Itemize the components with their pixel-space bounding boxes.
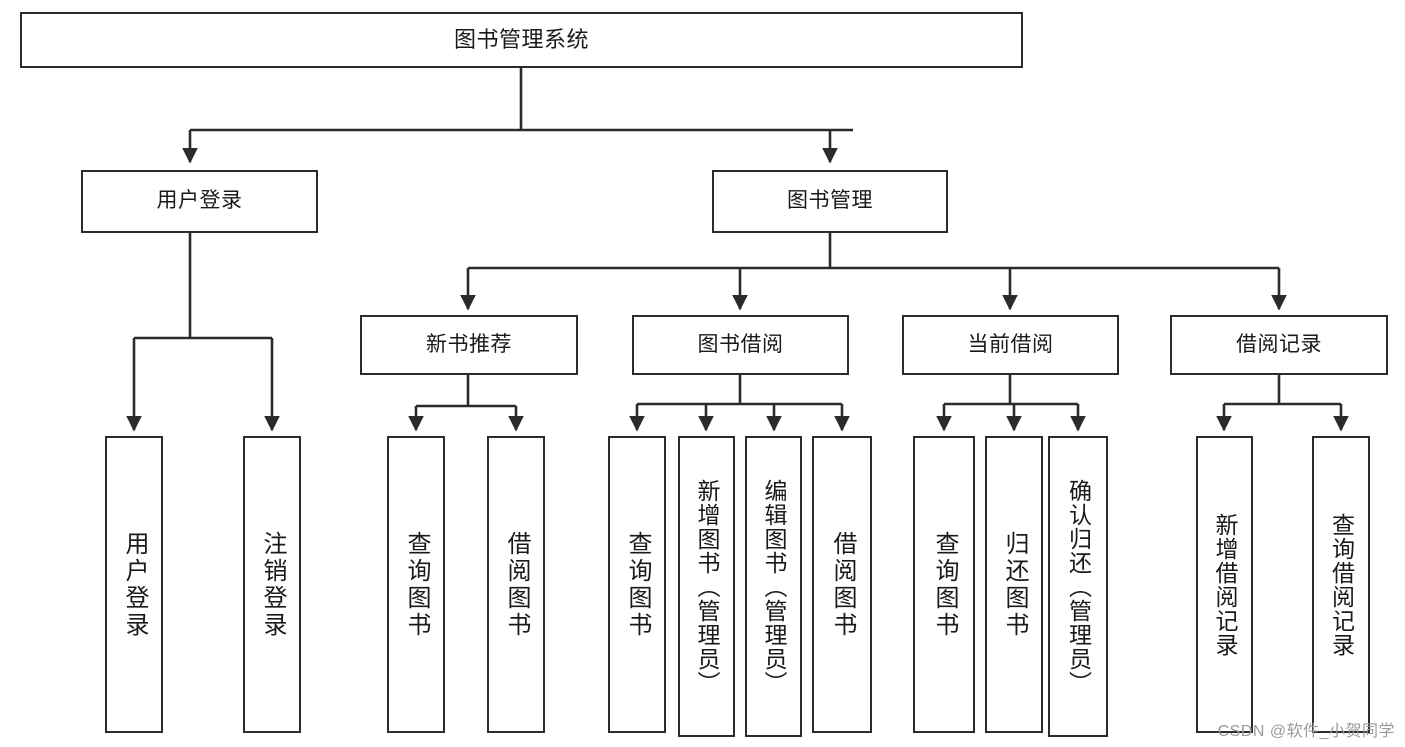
node-leaf-logout-login-label: 注销登录: [259, 530, 286, 639]
node-user-login-label: 用户登录: [156, 189, 243, 213]
node-leaf-query-book-1-label: 查询图书: [403, 530, 430, 639]
node-leaf-user-login[interactable]: 用户登录: [105, 436, 163, 733]
node-leaf-query-book-1[interactable]: 查询图书: [387, 436, 445, 733]
node-leaf-confirm-return-admin[interactable]: 确认归还（管理员）: [1048, 436, 1108, 737]
node-leaf-confirm-return-admin-label: 确认归还（管理员）: [1065, 478, 1092, 695]
node-leaf-add-borrow-record[interactable]: 新增借阅记录: [1196, 436, 1253, 733]
node-leaf-edit-book-admin-label: 编辑图书（管理员）: [761, 478, 787, 695]
node-leaf-add-book-admin-label: 新增图书（管理员）: [694, 478, 720, 695]
node-leaf-return-book[interactable]: 归还图书: [985, 436, 1043, 733]
node-leaf-user-login-label: 用户登录: [121, 530, 148, 639]
node-book-borrow[interactable]: 图书借阅: [632, 315, 849, 375]
node-leaf-query-book-3[interactable]: 查询图书: [913, 436, 975, 733]
node-book-management[interactable]: 图书管理: [712, 170, 948, 233]
node-leaf-borrow-book-2-label: 借阅图书: [829, 530, 856, 639]
node-borrow-record-label: 借阅记录: [1236, 332, 1322, 356]
node-leaf-query-book-3-label: 查询图书: [931, 530, 958, 639]
node-leaf-borrow-book-1-label: 借阅图书: [503, 530, 530, 639]
node-book-management-label: 图书管理: [787, 189, 873, 213]
node-current-borrow[interactable]: 当前借阅: [902, 315, 1119, 375]
csdn-watermark: CSDN @软件_小贺同学: [1217, 723, 1395, 740]
node-leaf-borrow-book-1[interactable]: 借阅图书: [487, 436, 545, 733]
node-leaf-query-borrow-record-label: 查询借阅记录: [1328, 512, 1355, 657]
node-current-borrow-label: 当前借阅: [967, 332, 1054, 356]
node-root-system[interactable]: 图书管理系统: [20, 12, 1023, 68]
node-leaf-add-borrow-record-label: 新增借阅记录: [1212, 512, 1238, 657]
node-root-system-label: 图书管理系统: [453, 27, 589, 53]
node-leaf-query-book-2-label: 查询图书: [624, 530, 651, 639]
node-user-login[interactable]: 用户登录: [81, 170, 318, 233]
node-leaf-query-book-2[interactable]: 查询图书: [608, 436, 666, 733]
node-new-book-recommend-label: 新书推荐: [426, 332, 512, 356]
node-book-borrow-label: 图书借阅: [697, 332, 784, 356]
node-leaf-logout-login[interactable]: 注销登录: [243, 436, 301, 733]
node-leaf-query-borrow-record[interactable]: 查询借阅记录: [1312, 436, 1370, 733]
node-borrow-record[interactable]: 借阅记录: [1170, 315, 1388, 375]
node-leaf-add-book-admin[interactable]: 新增图书（管理员）: [678, 436, 735, 737]
node-new-book-recommend[interactable]: 新书推荐: [360, 315, 578, 375]
node-leaf-borrow-book-2[interactable]: 借阅图书: [812, 436, 872, 733]
node-leaf-return-book-label: 归还图书: [1001, 530, 1028, 639]
node-leaf-edit-book-admin[interactable]: 编辑图书（管理员）: [745, 436, 802, 737]
